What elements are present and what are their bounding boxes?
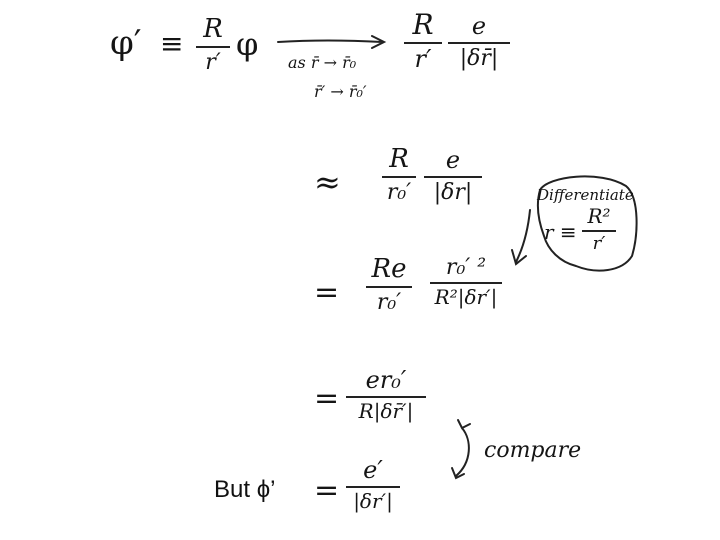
fraction-r-over-rprime-2: R r′ [404, 10, 442, 73]
compare-arrow-icon [451, 419, 471, 480]
approx-sign: ≈ [314, 163, 341, 201]
fraction-bar [448, 42, 510, 45]
fraction-numerator: e [471, 12, 487, 40]
equiv-sign: ≡ [160, 27, 184, 60]
fraction-denominator: r₀′ [386, 180, 412, 206]
fraction-denominator: r′ [592, 233, 606, 254]
note-title: Differentiate [537, 186, 634, 204]
fraction-e-over-delta-r-2: e |δr| [424, 146, 482, 206]
equals-sign-3: = [314, 275, 340, 310]
fraction-numerator: R² [587, 204, 611, 228]
equals-sign-4: = [314, 381, 340, 416]
fraction-bar [366, 286, 412, 289]
fraction-bar [582, 230, 616, 232]
limit-arrow-icon [277, 35, 387, 49]
fraction-numerator: r₀′ ² [445, 255, 487, 280]
fraction-numerator: Re [371, 254, 407, 284]
fraction-denominator: r′ [414, 45, 432, 74]
fraction-numerator: R [389, 144, 409, 174]
note-pointer-arrow-icon [511, 209, 531, 266]
phi-symbol: φ [236, 25, 259, 63]
fraction-numerator: R [203, 14, 223, 44]
fraction-r0prime-sq-over-r-sq: r₀′ ² R²|δr′| [430, 256, 502, 308]
fraction-numerator: e [445, 146, 461, 174]
equals-sign-5: = [314, 473, 340, 508]
fraction-denominator: |δr| [433, 180, 473, 206]
fraction-bar [346, 396, 426, 399]
fraction-r-over-r0prime: R r₀′ [382, 144, 416, 206]
but-phi-prime-label: But ϕ’ [214, 476, 276, 503]
fraction-e-over-delta-r: e |δr̄| [448, 12, 510, 72]
fraction-denominator: R|δr̄′| [358, 399, 414, 424]
compare-label: compare [484, 438, 582, 463]
fraction-denominator: r′ [205, 50, 221, 76]
fraction-r-over-rprime: R r′ [196, 14, 230, 76]
limit-condition-1: as r̄ → r̄₀ [288, 53, 357, 72]
fraction-bar [424, 176, 482, 179]
phi-prime-lhs: φ′ [110, 23, 142, 63]
fraction-bar [382, 176, 416, 179]
fraction-denominator: R²|δr′| [434, 285, 498, 310]
fraction-bar [196, 46, 230, 49]
fraction-denominator: r₀′ [376, 290, 402, 316]
fraction-re-over-r0prime: Re r₀′ [366, 254, 412, 316]
fraction-bar [430, 282, 502, 285]
fraction-numerator: R [412, 8, 434, 41]
fraction-denominator: |δr′| [353, 489, 393, 514]
note-fraction: R² r′ [582, 206, 616, 254]
fraction-numerator: er₀′ [365, 366, 407, 394]
fraction-er0prime-over-r-delta: er₀′ R|δr̄′| [346, 366, 426, 424]
fraction-eprime-over-delta: e′ |δr′| [346, 456, 400, 514]
fraction-bar [346, 486, 400, 489]
fraction-denominator: |δr̄| [459, 46, 499, 72]
limit-condition-2: r̄′ → r̄₀′ [314, 82, 367, 101]
note-lhs: r ≡ [544, 220, 577, 244]
fraction-bar [404, 42, 442, 45]
fraction-numerator: e′ [363, 456, 383, 484]
